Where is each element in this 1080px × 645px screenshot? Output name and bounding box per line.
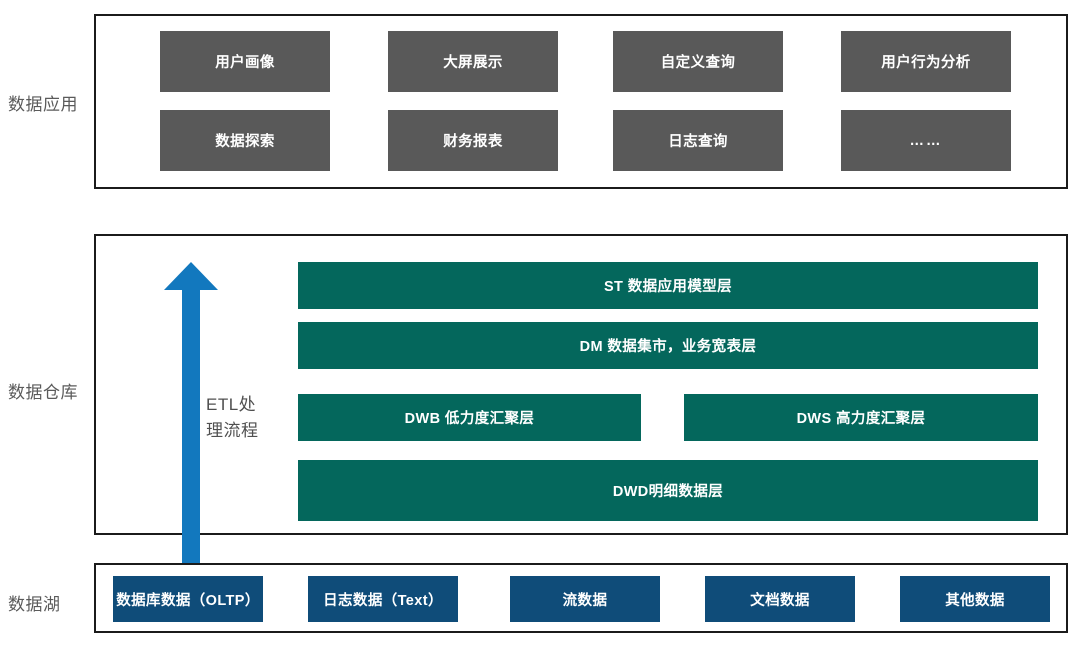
warehouse-bar-dwb[interactable]: DWB 低力度汇聚层 — [298, 394, 641, 441]
etl-arrow-label-line2: 理流程 — [206, 421, 259, 440]
app-tile-user-behavior-analysis[interactable]: 用户行为分析 — [841, 31, 1011, 92]
app-tile-big-screen-display[interactable]: 大屏展示 — [388, 31, 558, 92]
app-tile-custom-query[interactable]: 自定义查询 — [613, 31, 783, 92]
etl-arrow-label-line1: ETL处 — [206, 395, 257, 414]
app-tile-data-exploration[interactable]: 数据探索 — [160, 110, 330, 171]
lake-tile-document-data[interactable]: 文档数据 — [705, 576, 855, 622]
lake-tile-stream-data[interactable]: 流数据 — [510, 576, 660, 622]
warehouse-bar-dws[interactable]: DWS 高力度汇聚层 — [684, 394, 1038, 441]
row-label-lake: 数据湖 — [8, 595, 61, 614]
app-tile-user-profile[interactable]: 用户画像 — [160, 31, 330, 92]
lake-tile-other-data[interactable]: 其他数据 — [900, 576, 1050, 622]
lake-tile-database-oltp[interactable]: 数据库数据（OLTP） — [113, 576, 263, 622]
row-label-warehouse: 数据仓库 — [8, 383, 78, 402]
warehouse-bar-dm[interactable]: DM 数据集市，业务宽表层 — [298, 322, 1038, 369]
lake-tile-log-text[interactable]: 日志数据（Text） — [308, 576, 458, 622]
row-label-application: 数据应用 — [8, 95, 78, 114]
warehouse-bar-st[interactable]: ST 数据应用模型层 — [298, 262, 1038, 309]
app-tile-more[interactable]: …… — [841, 110, 1011, 171]
app-tile-financial-report[interactable]: 财务报表 — [388, 110, 558, 171]
etl-up-arrow-icon — [164, 262, 218, 564]
warehouse-bar-dwd[interactable]: DWD明细数据层 — [298, 460, 1038, 521]
app-tile-log-query[interactable]: 日志查询 — [613, 110, 783, 171]
etl-arrow-label: ETL处 理流程 — [206, 392, 276, 444]
